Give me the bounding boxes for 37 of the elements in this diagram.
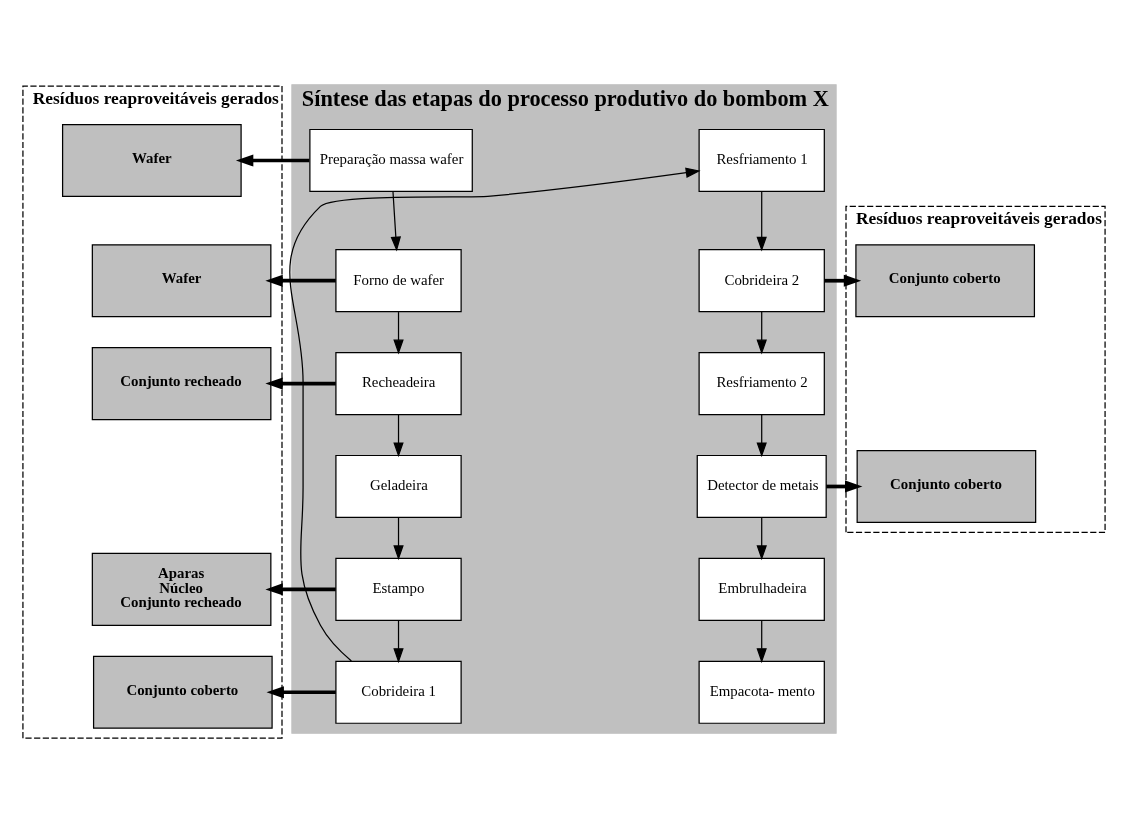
arrow [826, 480, 863, 493]
arrow [390, 191, 401, 252]
arrow [393, 414, 404, 458]
node-box: Conjunto coberto [856, 449, 1037, 524]
arrow [824, 274, 862, 287]
arrow [265, 583, 336, 596]
arrow [265, 274, 336, 287]
node-box: Embrulhadeira [698, 557, 825, 621]
arrow [393, 517, 404, 561]
node-box: Cobrideira 1 [335, 660, 462, 724]
node-box: Estampo [335, 557, 462, 621]
arrow [393, 311, 404, 355]
arrow [289, 167, 701, 662]
node-box: Resfriamento 1 [698, 128, 825, 193]
arrow [756, 191, 767, 252]
node-box: Detector de metais [696, 454, 827, 519]
arrow [265, 377, 336, 390]
arrow [756, 517, 767, 561]
arrow [756, 311, 767, 355]
arrow [756, 414, 767, 458]
node-box: Recheadeira [335, 352, 462, 416]
arrow [266, 686, 336, 699]
node-box: Conjunto coberto [855, 244, 1036, 318]
node-box: Forno de wafer [335, 249, 462, 313]
node-box: Wafer [62, 123, 242, 198]
node-box: Resfriamento 2 [698, 352, 825, 416]
arrow [393, 620, 404, 664]
node-box: Wafer [91, 244, 272, 318]
node-box: Preparação massa wafer [309, 128, 473, 193]
node-box: Conjunto coberto [92, 655, 273, 729]
node-box: Empacota- mento [698, 660, 825, 724]
node-box: Geladeira [335, 454, 462, 519]
arrow [756, 620, 767, 664]
node-box: Conjunto recheado [91, 347, 272, 421]
node-box: Cobrideira 2 [698, 249, 825, 313]
arrow [235, 154, 310, 167]
node-box: Aparas Núcleo Conjunto recheado [91, 552, 272, 626]
